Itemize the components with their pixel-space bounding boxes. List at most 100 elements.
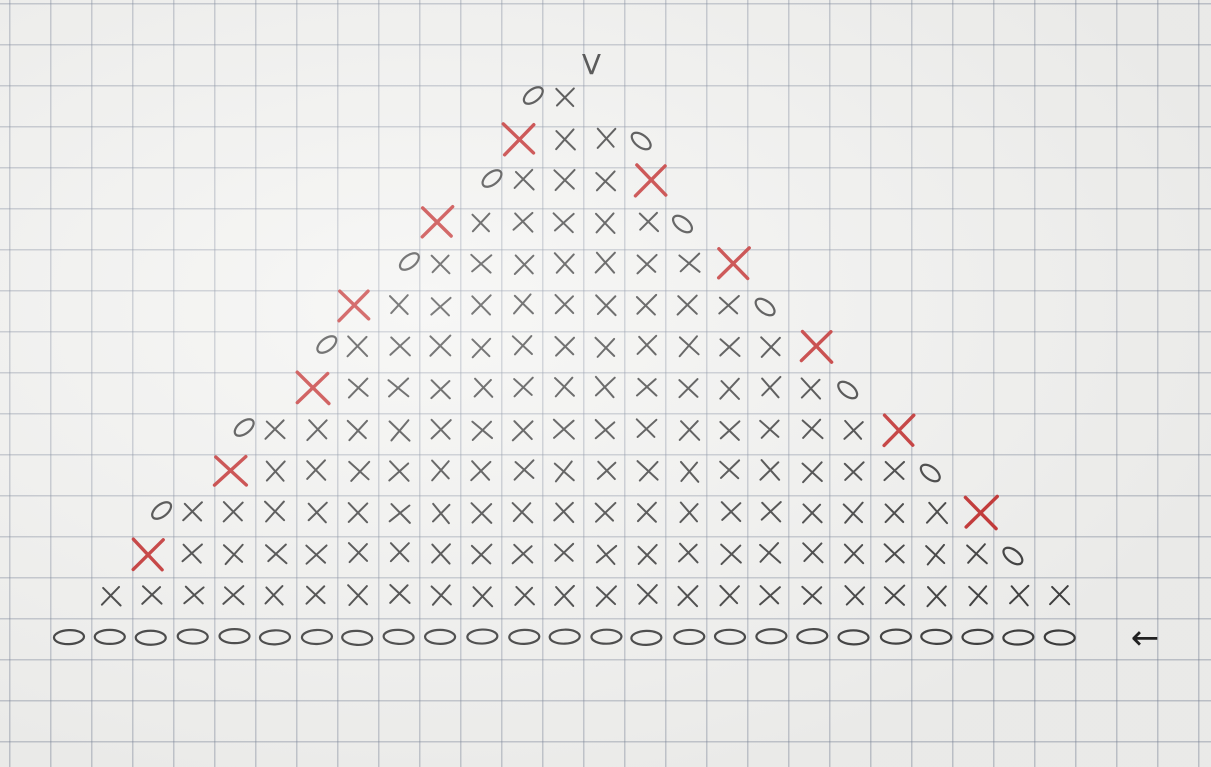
single-crochet-stitch bbox=[762, 502, 781, 521]
single-crochet-stitch bbox=[472, 503, 492, 523]
single-crochet-stitch bbox=[431, 380, 450, 398]
single-crochet-stitch bbox=[389, 378, 409, 396]
foundation-chain-stitch bbox=[54, 630, 85, 645]
single-crochet-stitch bbox=[349, 462, 369, 481]
single-crochet-stitch bbox=[513, 213, 532, 232]
single-crochet-stitch bbox=[680, 421, 700, 440]
foundation-chain-stitch bbox=[302, 629, 332, 644]
single-crochet-stitch bbox=[513, 503, 533, 522]
single-crochet-stitch bbox=[432, 256, 450, 274]
single-crochet-stitch bbox=[803, 420, 823, 438]
single-crochet-stitch bbox=[681, 462, 698, 482]
single-crochet-stitch bbox=[803, 504, 822, 522]
single-crochet-stitch bbox=[927, 503, 947, 523]
single-crochet-stitch bbox=[720, 379, 739, 399]
single-crochet-stitch bbox=[597, 586, 616, 606]
turning-chain-left bbox=[521, 84, 546, 107]
single-crochet-stitch bbox=[596, 253, 615, 273]
single-crochet-stitch bbox=[307, 460, 325, 479]
turning-chain-right bbox=[629, 129, 654, 152]
increase-stitch-left bbox=[339, 291, 369, 321]
single-crochet-stitch bbox=[596, 295, 615, 315]
single-crochet-stitch bbox=[554, 213, 574, 232]
single-crochet-stitch bbox=[513, 421, 533, 440]
single-crochet-stitch bbox=[1050, 586, 1069, 604]
single-crochet-stitch bbox=[555, 378, 574, 397]
single-crochet-stitch bbox=[555, 586, 574, 606]
single-crochet-stitch bbox=[598, 129, 616, 148]
single-crochet-stitch bbox=[183, 544, 202, 562]
single-crochet-stitch bbox=[638, 545, 656, 564]
single-crochet-stitch bbox=[640, 213, 658, 231]
single-crochet-stitch bbox=[969, 586, 987, 605]
single-crochet-stitch bbox=[761, 337, 780, 357]
single-crochet-stitch bbox=[760, 543, 780, 563]
turning-chain-right bbox=[835, 378, 860, 401]
turning-chain-left bbox=[397, 250, 422, 273]
single-crochet-stitch bbox=[1010, 586, 1028, 606]
single-crochet-stitch bbox=[515, 460, 534, 479]
turning-chain-right bbox=[1001, 544, 1026, 567]
foundation-chain-stitch bbox=[715, 629, 745, 644]
single-crochet-stitch bbox=[348, 421, 367, 440]
increase-stitch-right bbox=[719, 248, 750, 279]
single-crochet-stitch bbox=[556, 88, 574, 106]
single-crochet-stitch bbox=[637, 461, 657, 480]
single-crochet-stitch bbox=[844, 421, 862, 439]
single-crochet-stitch bbox=[802, 378, 820, 398]
single-crochet-stitch bbox=[598, 462, 616, 479]
single-crochet-stitch bbox=[555, 253, 574, 273]
single-crochet-stitch bbox=[760, 586, 780, 604]
single-crochet-stitch bbox=[760, 460, 779, 480]
single-crochet-stitch bbox=[513, 336, 532, 354]
single-crochet-stitch bbox=[967, 544, 987, 563]
single-crochet-stitch bbox=[309, 503, 327, 523]
single-crochet-stitch bbox=[432, 461, 449, 481]
single-crochet-stitch bbox=[389, 461, 408, 481]
single-crochet-stitch bbox=[390, 295, 408, 314]
single-crochet-stitch bbox=[514, 294, 533, 313]
foundation-chain-stitch bbox=[1003, 630, 1034, 645]
single-crochet-stitch bbox=[760, 421, 778, 438]
single-crochet-stitch bbox=[927, 586, 945, 606]
single-crochet-stitch bbox=[802, 587, 821, 604]
foundation-chain-stitch bbox=[220, 629, 250, 643]
single-crochet-stitch bbox=[432, 585, 451, 604]
single-crochet-stitch bbox=[265, 420, 284, 438]
foundation-chain-stitch bbox=[797, 628, 828, 643]
single-crochet-stitch bbox=[430, 336, 450, 356]
single-crochet-stitch bbox=[679, 379, 697, 397]
single-crochet-stitch bbox=[720, 460, 739, 478]
single-crochet-stitch bbox=[596, 420, 615, 438]
single-crochet-stitch bbox=[390, 420, 410, 440]
foundation-chain-stitch bbox=[425, 630, 455, 644]
single-crochet-stitch bbox=[471, 255, 491, 273]
single-crochet-stitch bbox=[886, 504, 904, 522]
single-crochet-stitch bbox=[845, 545, 863, 564]
single-crochet-stitch bbox=[390, 504, 410, 523]
single-crochet-stitch bbox=[472, 339, 490, 358]
foundation-chain-stitch bbox=[549, 629, 579, 644]
foundation-chain-stitch bbox=[509, 629, 539, 644]
single-crochet-stitch bbox=[555, 461, 574, 481]
single-crochet-stitch bbox=[472, 422, 492, 440]
single-crochet-stitch bbox=[265, 502, 284, 522]
single-crochet-stitch bbox=[555, 337, 574, 356]
foundation-chain-stitch bbox=[674, 630, 704, 645]
single-crochet-stitch bbox=[554, 420, 574, 439]
foundation-chain-stitch bbox=[962, 630, 992, 645]
foundation-chain-stitch bbox=[1044, 630, 1075, 645]
single-crochet-stitch bbox=[347, 336, 367, 356]
single-crochet-stitch bbox=[845, 586, 864, 604]
single-crochet-stitch bbox=[885, 544, 904, 562]
turning-chain-right bbox=[753, 295, 778, 318]
increase-stitch-left bbox=[422, 207, 452, 237]
single-crochet-stitch bbox=[638, 503, 656, 522]
increase-stitch-right bbox=[801, 332, 831, 363]
single-crochet-stitch bbox=[513, 545, 533, 563]
single-crochet-stitch bbox=[679, 544, 698, 563]
single-crochet-stitch bbox=[267, 461, 285, 480]
single-crochet-stitch bbox=[884, 462, 904, 480]
direction-arrow: ← bbox=[1131, 618, 1160, 658]
